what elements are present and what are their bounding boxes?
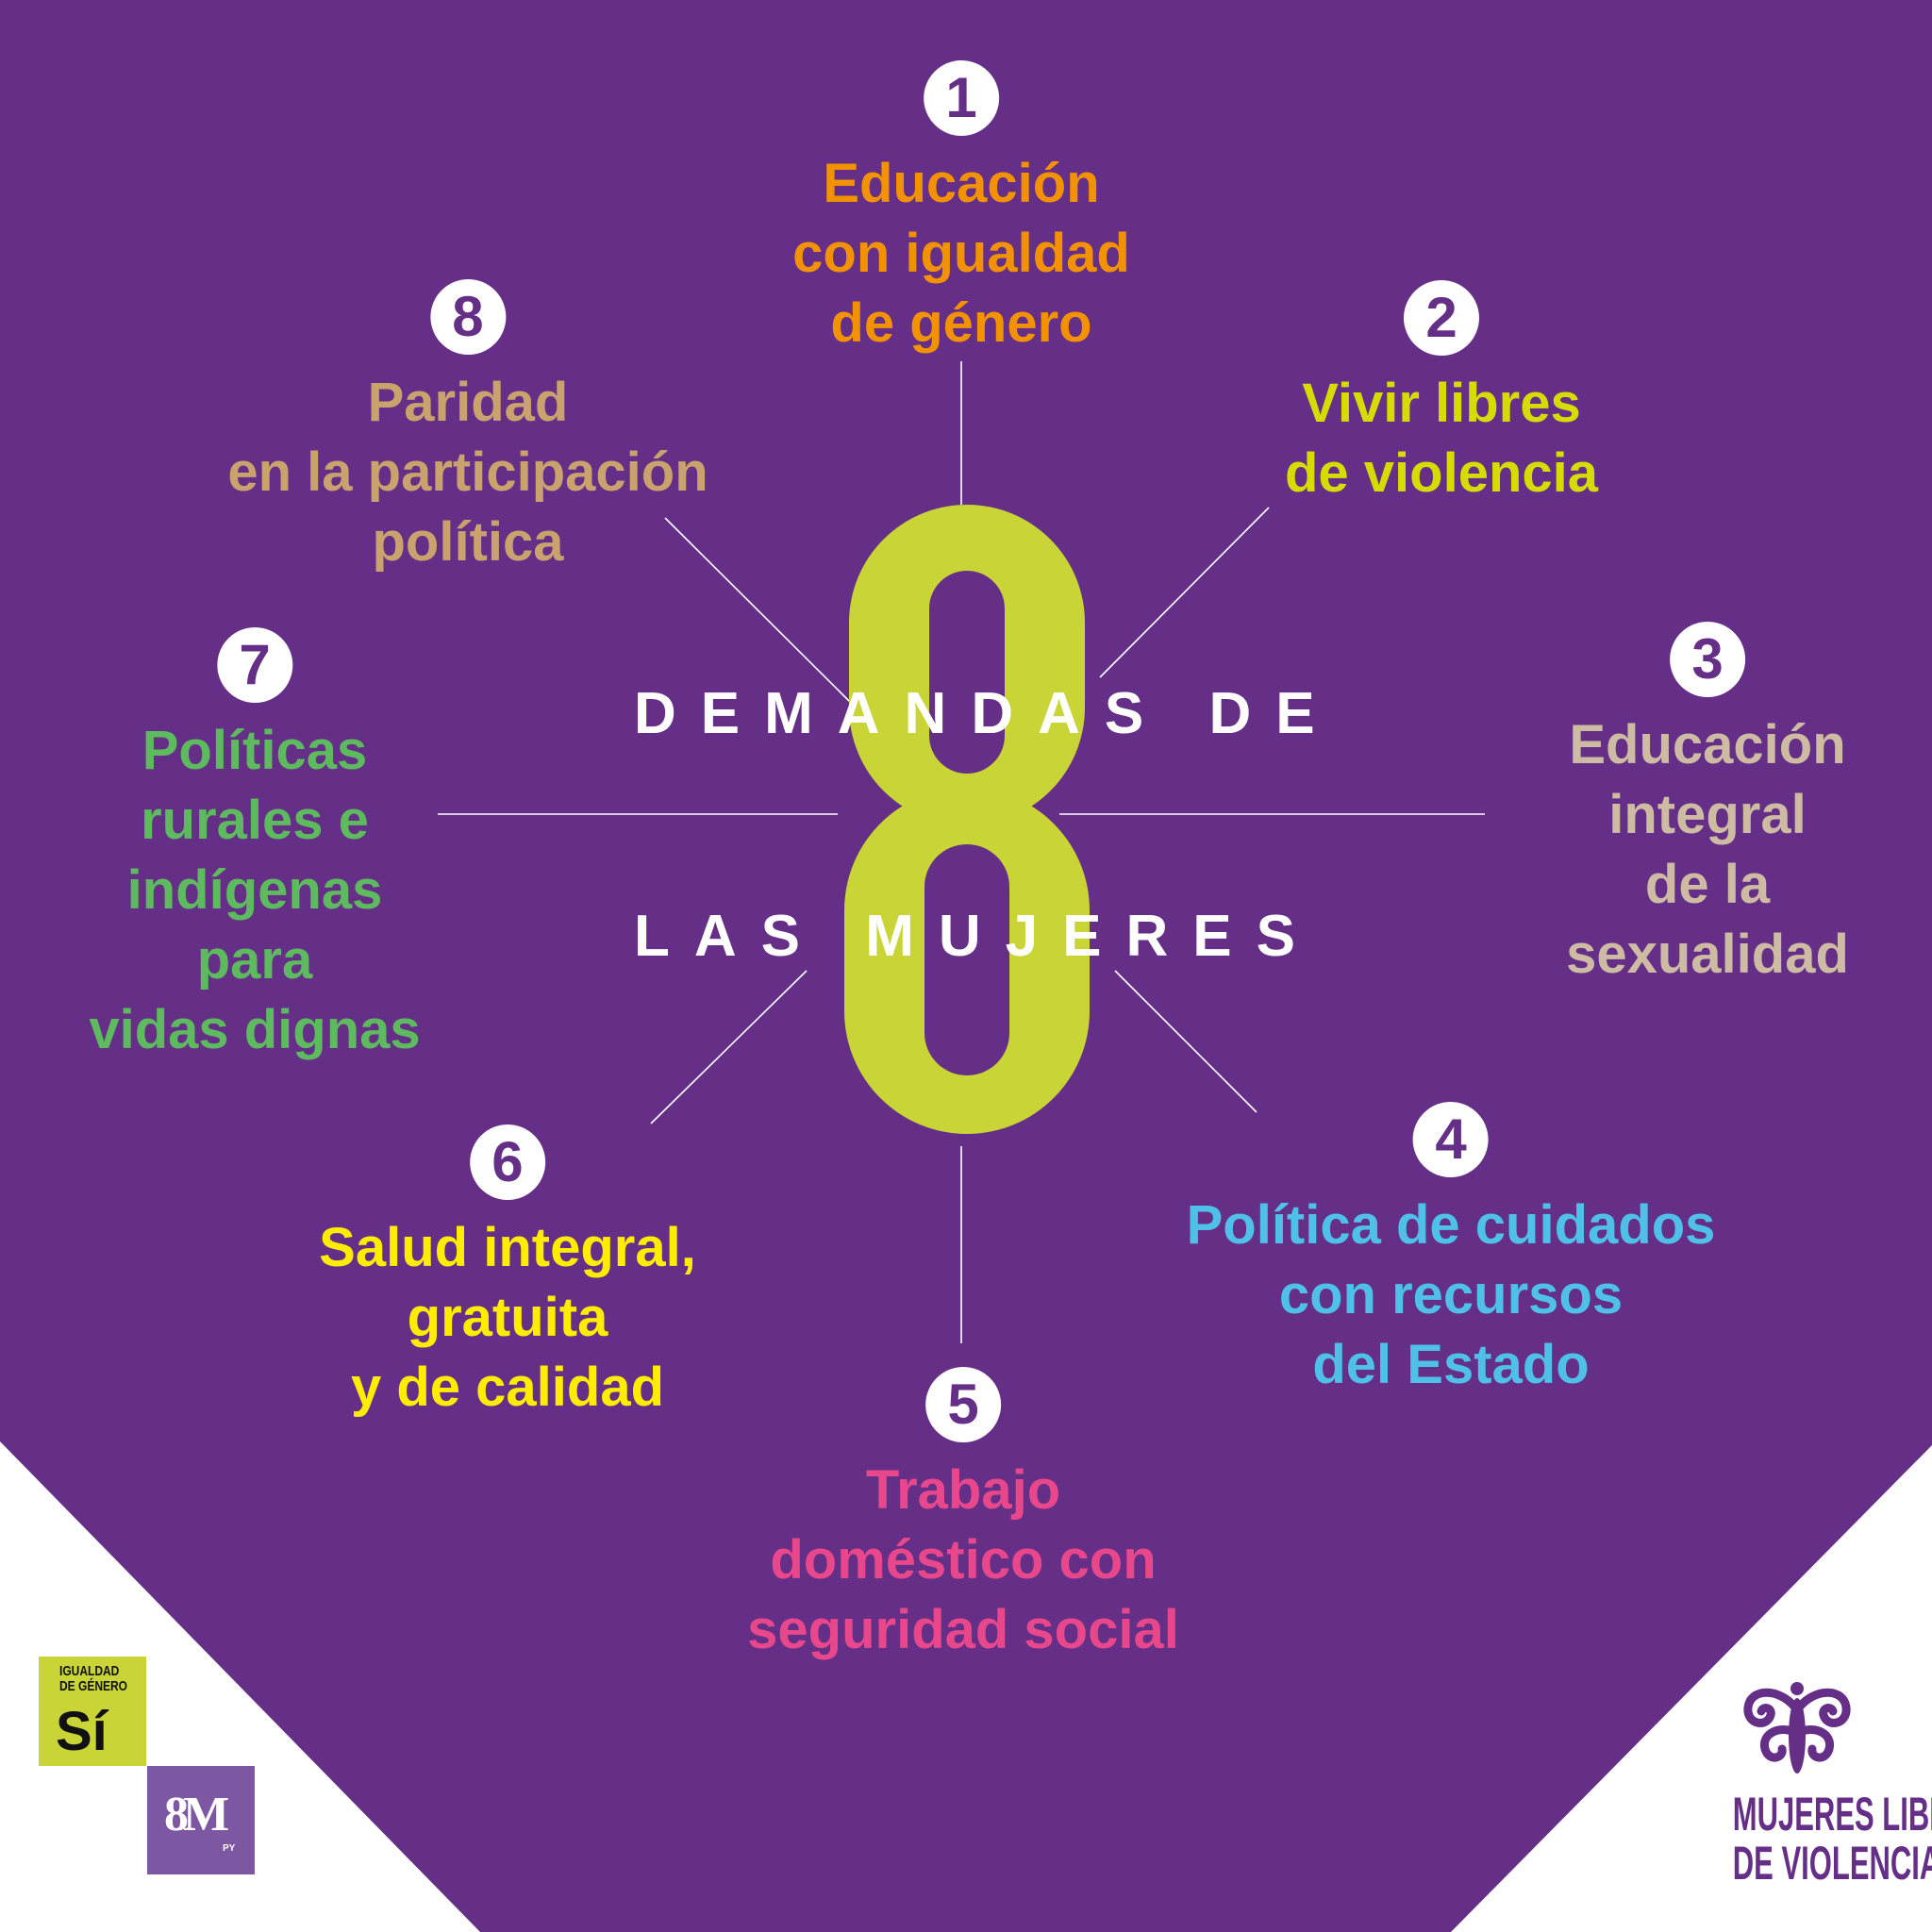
number-badge: 7 [217, 627, 292, 703]
demand-text-line: Paridad [367, 372, 569, 433]
demand-text-line: Educación [1569, 714, 1846, 775]
demand-text-line: indígenas [126, 859, 383, 921]
connector-line [1099, 507, 1270, 678]
number-badge: 5 [925, 1367, 1001, 1442]
demand-text-line: Políticas [142, 720, 368, 781]
demand-text-line: y de calidad [350, 1357, 665, 1418]
demand-text-line: rurales e [141, 790, 369, 851]
big-eight-graphic [844, 505, 1090, 1134]
demand-text-line: de violencia [1284, 442, 1599, 504]
number-badge: 2 [1404, 280, 1479, 356]
demand-text-line: política [372, 511, 564, 573]
demand-text-line: de la [1644, 854, 1771, 915]
demand-text-line: Política de cuidados [1186, 1194, 1716, 1256]
connector-line [1114, 970, 1257, 1113]
demand-text-line: integral [1608, 784, 1807, 845]
logo-sub: PY [223, 1843, 236, 1854]
number-badge: 4 [1413, 1102, 1489, 1177]
number-badge: 1 [924, 60, 999, 136]
butterfly-icon [1743, 1682, 1851, 1774]
number-badge: 8 [429, 279, 506, 355]
demand-text-line: Salud integral, [319, 1217, 696, 1278]
logo-mark: Sí [56, 1701, 108, 1762]
demand-text-line: con igualdad [792, 223, 1130, 284]
connector-line [664, 517, 851, 703]
demand-text-line: para [196, 929, 313, 991]
number-badge: 6 [469, 1124, 545, 1200]
demand-text-line: del Estado [1312, 1334, 1590, 1395]
demand-text-line: de género [830, 292, 1092, 354]
number-badge: 3 [1670, 622, 1745, 697]
demand-text-line: vidas dignas [89, 999, 421, 1060]
mujeres-libres-text: DE VIOLENCIA [1732, 1837, 1932, 1890]
demand-text-line: Vivir libres [1302, 373, 1581, 434]
logo-text: DE GÉNERO [59, 1678, 128, 1694]
demand-text-line: doméstico con [770, 1529, 1157, 1591]
demand-text-line: en la participación [227, 441, 708, 503]
demand-text-line: sexualidad [1566, 924, 1849, 985]
demand-text-line: Trabajo [865, 1459, 1061, 1521]
title-line-1: DEMANDAS DE [634, 681, 1340, 746]
demand-text-line: gratuita [407, 1287, 608, 1348]
logo-mark: 8M [164, 1788, 229, 1841]
demand-text-line: Educación [823, 153, 1100, 214]
demand-text-line: con recursos [1278, 1264, 1624, 1325]
8m-py-logo: 8M PY [147, 1766, 255, 1874]
connector-line [650, 970, 808, 1124]
demand-text-line: seguridad social [747, 1599, 1179, 1660]
logo-text: IGUALDAD [59, 1663, 120, 1679]
title-line-2: LAS MUJERES [634, 904, 1320, 969]
mujeres-libres-text: MUJERES LIBRES [1732, 1788, 1932, 1840]
